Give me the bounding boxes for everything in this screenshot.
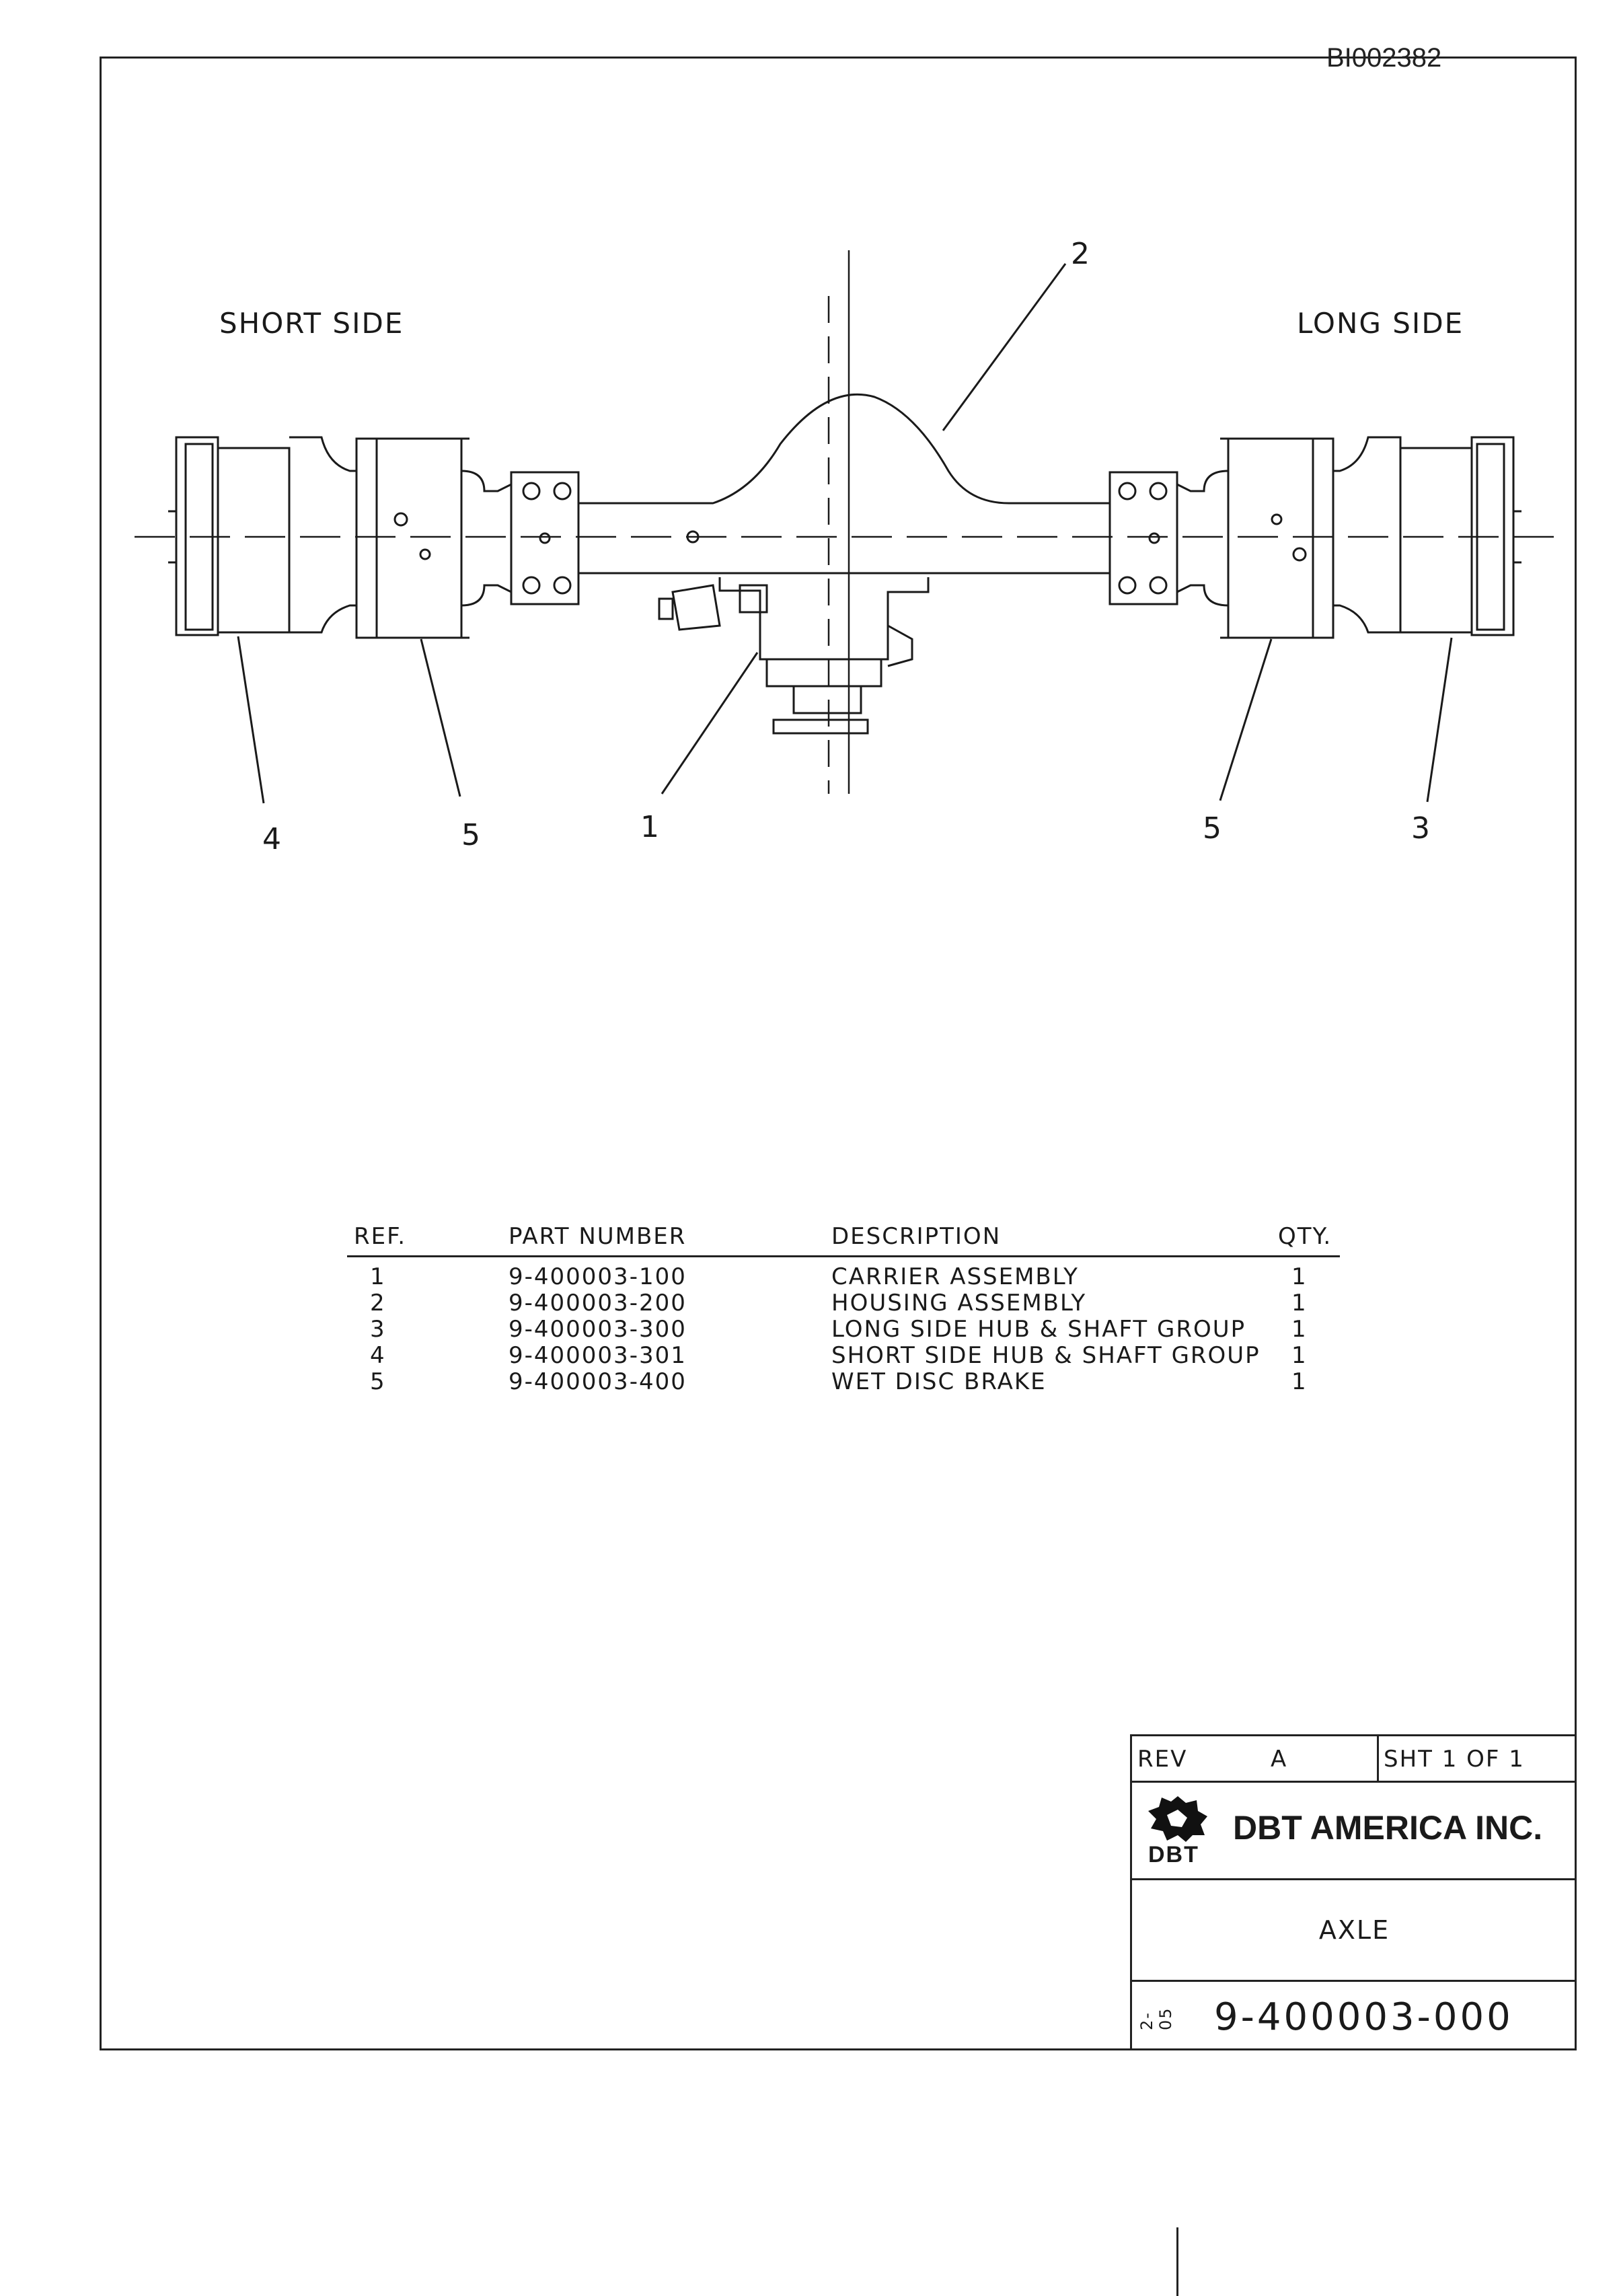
cell-qty: 1 <box>1291 1368 1308 1395</box>
table-row: 3 9-400003-300 LONG SIDE HUB & SHAFT GRO… <box>347 1316 1340 1343</box>
table-row: 1 9-400003-100 CARRIER ASSEMBLY 1 <box>347 1263 1340 1290</box>
rev-value: A <box>1271 1746 1288 1773</box>
drawing-number-row: 2-05 9-400003-000 <box>1132 1982 1577 2296</box>
company-row: DBT DBT AMERICA INC. <box>1132 1783 1577 1880</box>
cell-description: WET DISC BRAKE <box>831 1368 1047 1395</box>
table-row: 4 9-400003-301 SHORT SIDE HUB & SHAFT GR… <box>347 1342 1340 1369</box>
cell-part-number: 9-400003-100 <box>509 1263 687 1290</box>
cell-part-number: 9-400003-200 <box>509 1290 687 1317</box>
cell-ref: 5 <box>370 1368 386 1395</box>
callout-5-right: 5 <box>1203 811 1223 846</box>
date-code: 2-05 <box>1137 2007 1175 2030</box>
header-part-number: PART NUMBER <box>509 1223 687 1250</box>
cell-description: HOUSING ASSEMBLY <box>831 1290 1087 1317</box>
cell-qty: 1 <box>1291 1263 1308 1290</box>
cell-ref: 3 <box>370 1316 386 1343</box>
header-description: DESCRIPTION <box>831 1223 1002 1250</box>
header-rule <box>347 1255 1340 1257</box>
company-name: DBT AMERICA INC. <box>1233 1809 1543 1847</box>
parts-table-header: REF. PART NUMBER DESCRIPTION QTY. <box>347 1223 1340 1259</box>
table-row: 5 9-400003-400 WET DISC BRAKE 1 <box>347 1368 1340 1395</box>
divider <box>1176 2227 1178 2296</box>
table-row: 2 9-400003-200 HOUSING ASSEMBLY 1 <box>347 1290 1340 1317</box>
sheet-number: SHT 1 OF 1 <box>1384 1746 1525 1773</box>
callout-3: 3 <box>1411 811 1431 846</box>
cell-description: SHORT SIDE HUB & SHAFT GROUP <box>831 1342 1261 1369</box>
cell-qty: 1 <box>1291 1290 1308 1317</box>
header-qty: QTY. <box>1278 1223 1332 1250</box>
cell-qty: 1 <box>1291 1316 1308 1343</box>
callout-4: 4 <box>262 822 283 856</box>
cell-qty: 1 <box>1291 1342 1308 1369</box>
cell-part-number: 9-400003-400 <box>509 1368 687 1395</box>
cell-ref: 2 <box>370 1290 386 1317</box>
cell-description: CARRIER ASSEMBLY <box>831 1263 1079 1290</box>
callout-5-left: 5 <box>461 818 482 852</box>
header-ref: REF. <box>354 1223 407 1250</box>
cell-ref: 1 <box>370 1263 386 1290</box>
axle-drawing <box>135 250 1554 804</box>
cell-part-number: 9-400003-301 <box>509 1342 687 1369</box>
title-block: REV A SHT 1 OF 1 DBT DBT AMERICA INC. AX… <box>1130 1734 1577 2296</box>
long-side-label: LONG SIDE <box>1297 307 1464 340</box>
drawing-number: 9-400003-000 <box>1214 1995 1513 2039</box>
divider <box>1377 1736 1379 1781</box>
callout-2: 2 <box>1071 237 1091 271</box>
logo-text: DBT <box>1148 1842 1199 1867</box>
cell-description: LONG SIDE HUB & SHAFT GROUP <box>831 1316 1246 1343</box>
drawing-border <box>100 57 1577 2050</box>
document-id: BI002382 <box>1326 43 1442 73</box>
cell-part-number: 9-400003-300 <box>509 1316 687 1343</box>
cell-ref: 4 <box>370 1342 386 1369</box>
dbt-logo-icon <box>1148 1796 1207 1842</box>
revision-row: REV A SHT 1 OF 1 <box>1132 1736 1577 1783</box>
callout-1: 1 <box>640 810 661 844</box>
short-side-label: SHORT SIDE <box>219 307 404 340</box>
title-row: AXLE <box>1132 1880 1577 1982</box>
drawing-title: AXLE <box>1318 1915 1390 1945</box>
rev-label: REV <box>1137 1746 1188 1773</box>
parts-table: REF. PART NUMBER DESCRIPTION QTY. 1 9-40… <box>347 1223 1340 1395</box>
